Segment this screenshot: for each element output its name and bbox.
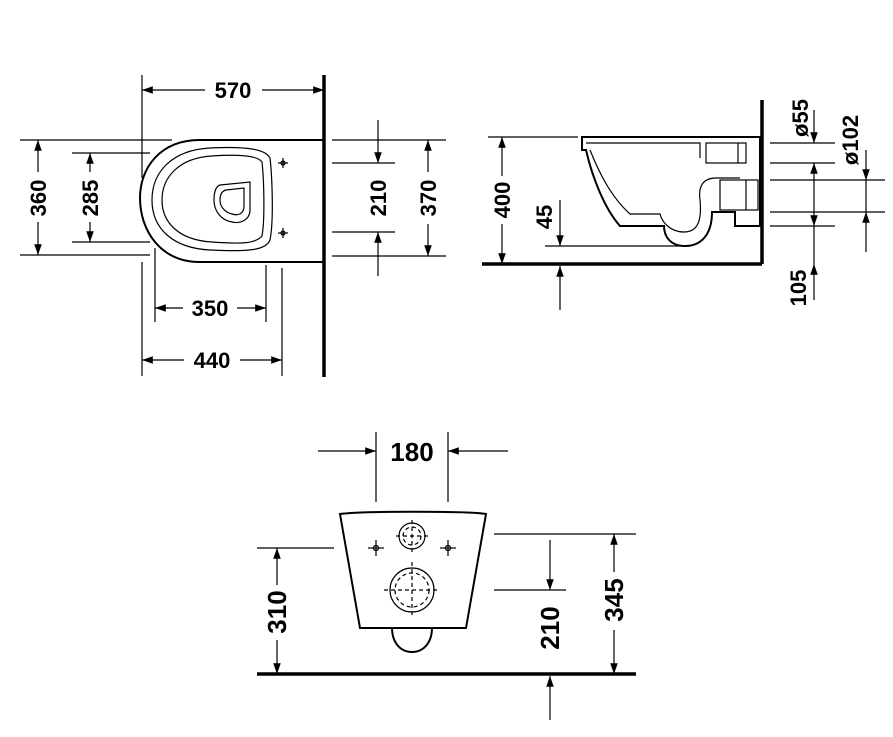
dim-370: 370 <box>416 180 441 217</box>
dim-210: 210 <box>366 180 391 217</box>
inlet-pipe <box>705 142 747 164</box>
dim-440: 440 <box>194 348 231 373</box>
seat-inner <box>161 154 265 244</box>
fixing-mark-lower <box>278 228 288 238</box>
dim-105: 105 <box>786 270 811 307</box>
dim-285: 285 <box>78 180 103 217</box>
toilet-profile <box>581 136 761 248</box>
side-view: 400 45 ø55 ø102 105 <box>482 99 885 310</box>
dim-310: 310 <box>262 590 292 633</box>
dim-570: 570 <box>215 78 252 103</box>
seat-outline <box>151 146 273 252</box>
outlet-inner <box>219 187 245 216</box>
bowl-inner <box>589 149 740 233</box>
outlet-shape <box>213 181 251 224</box>
dim-210-rear: 210 <box>535 606 565 649</box>
dim-45: 45 <box>532 205 557 229</box>
dim-345: 345 <box>599 578 629 621</box>
rear-view: 180 310 210 345 <box>257 432 636 720</box>
fixing-mark-right <box>440 540 456 556</box>
outlet-pipe <box>719 179 759 211</box>
bowl-bottom <box>391 627 433 654</box>
back-plate <box>338 510 488 629</box>
dim-diameter-55: ø55 <box>788 99 813 137</box>
fixing-mark-upper <box>278 158 288 168</box>
dim-180: 180 <box>390 437 433 467</box>
fixing-mark-left <box>368 540 384 556</box>
dim-diameter-102: ø102 <box>838 115 863 165</box>
bowl-outline <box>138 139 324 263</box>
dim-360: 360 <box>26 180 51 217</box>
rim <box>586 142 701 158</box>
dim-350: 350 <box>192 296 229 321</box>
top-view: 570 360 285 350 440 210 <box>20 75 446 377</box>
dim-400: 400 <box>490 182 515 219</box>
